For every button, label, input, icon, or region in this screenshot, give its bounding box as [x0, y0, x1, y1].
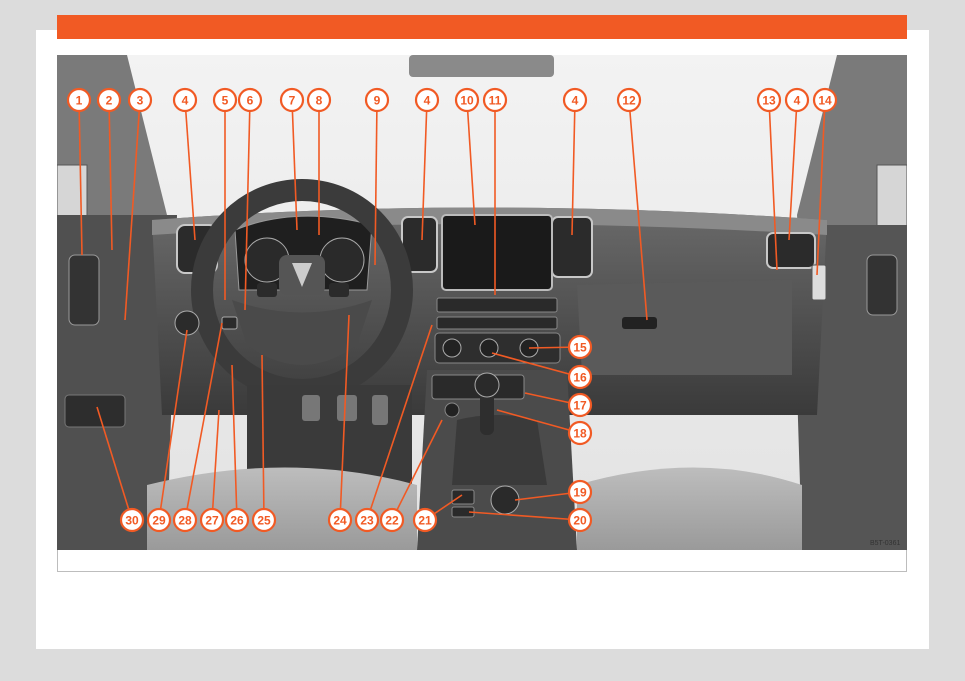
- callout-number: 15: [573, 341, 587, 355]
- airbag-label: [812, 265, 826, 300]
- callout-number: 28: [178, 514, 192, 528]
- left-climate-dial: [443, 339, 461, 357]
- gear-knob: [475, 373, 499, 397]
- callout-number: 13: [762, 94, 776, 108]
- callout-number: 1: [76, 94, 83, 108]
- clutch-pedal: [302, 395, 320, 421]
- parking-brake-button: [452, 490, 474, 504]
- callout-number: 23: [360, 514, 374, 528]
- glovebox-handle: [622, 317, 657, 329]
- window-switch-panel: [65, 395, 125, 427]
- figure-code: B5T-0361: [870, 540, 900, 547]
- callout-number: 4: [572, 94, 579, 108]
- callout-number: 6: [247, 94, 254, 108]
- callout-number: 5: [222, 94, 229, 108]
- callout-number: 14: [818, 94, 832, 108]
- callout-number: 30: [125, 514, 139, 528]
- drive-profile-knob: [491, 486, 519, 514]
- callout-number: 26: [230, 514, 244, 528]
- gear-boot: [452, 415, 547, 485]
- right-air-vent: [767, 233, 815, 268]
- callout-number: 8: [316, 94, 323, 108]
- brake-pedal: [337, 395, 357, 421]
- console-switch: [445, 403, 459, 417]
- callout-number: 4: [794, 94, 801, 108]
- left-wheel-buttons: [257, 283, 277, 297]
- callout-number: 27: [205, 514, 219, 528]
- rear-view-mirror: [409, 55, 554, 77]
- right-door-handle: [867, 255, 897, 315]
- callout-number: 3: [137, 94, 144, 108]
- callout-number: 19: [573, 486, 587, 500]
- callout-number: 24: [333, 514, 347, 528]
- callout-number: 2: [106, 94, 113, 108]
- callout-number: 20: [573, 514, 587, 528]
- callout-number: 11: [489, 94, 502, 108]
- callout-number: 12: [622, 94, 636, 108]
- callout-number: 10: [460, 94, 474, 108]
- left-door-handle: [69, 255, 99, 325]
- callout-number: 25: [257, 514, 271, 528]
- glovebox: [577, 280, 792, 375]
- infotainment-screen: [442, 215, 552, 290]
- right-wheel-buttons: [329, 283, 349, 297]
- callout-number: 7: [289, 94, 296, 108]
- callout-number: 21: [418, 514, 432, 528]
- rev-counter: [320, 238, 364, 282]
- callout-number: 16: [573, 371, 587, 385]
- accelerator-pedal: [372, 395, 388, 425]
- start-button: [222, 317, 237, 329]
- callout-number: 29: [152, 514, 166, 528]
- climate-button-row: [437, 317, 557, 329]
- passenger-seat: [577, 468, 802, 551]
- callout-number: 9: [374, 94, 381, 108]
- callout-number: 18: [573, 427, 587, 441]
- hazard-button-row: [437, 298, 557, 312]
- callout-number: 17: [573, 399, 587, 413]
- header-accent-bar: [57, 15, 907, 39]
- callout-number: 22: [385, 514, 399, 528]
- callout-number: 4: [424, 94, 431, 108]
- callout-number: 4: [182, 94, 189, 108]
